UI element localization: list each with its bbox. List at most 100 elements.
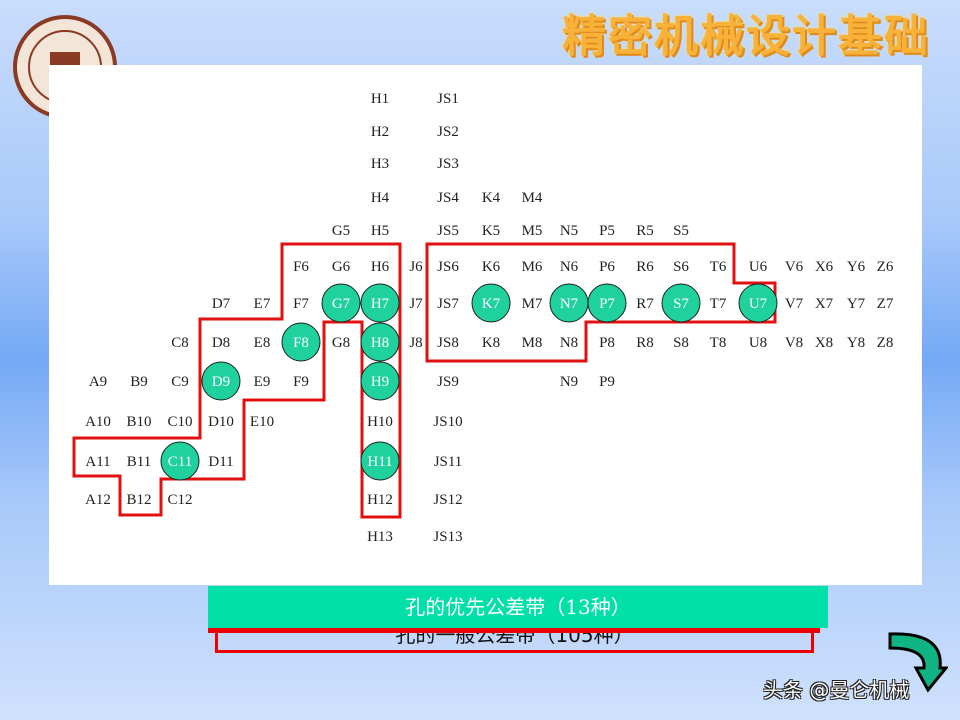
preferred-marker	[360, 441, 400, 481]
tolerance-label: B9	[130, 374, 148, 390]
tolerance-label: R5	[636, 223, 654, 239]
tolerance-label: Z6	[877, 259, 894, 275]
tolerance-label: A11	[85, 454, 110, 470]
tolerance-label: JS1	[437, 91, 459, 107]
tolerance-label: T7	[710, 296, 727, 312]
tolerance-label: G8	[332, 335, 350, 351]
tolerance-label: H5	[371, 223, 389, 239]
tolerance-label: X8	[815, 335, 833, 351]
slide-title: 精密机械设计基础	[562, 11, 930, 62]
tolerance-label: S5	[673, 223, 689, 239]
preferred-marker	[471, 283, 511, 323]
watermark: 头条 @曼仑机械	[763, 678, 910, 702]
tolerance-label: M4	[522, 190, 543, 206]
tolerance-label: E7	[254, 296, 271, 312]
preferred-marker	[587, 283, 627, 323]
tolerance-label: R8	[636, 335, 654, 351]
tolerance-label: B11	[127, 454, 151, 470]
tolerance-label: JS12	[433, 492, 462, 508]
preferred-marker	[281, 322, 321, 362]
preferred-tolerance-caption: 孔的优先公差带（13种）	[208, 586, 828, 628]
preferred-marker	[321, 283, 361, 323]
tolerance-label: K4	[482, 190, 501, 206]
tolerance-label: JS7	[437, 296, 459, 312]
tolerance-label: D11	[208, 454, 233, 470]
tolerance-label: N8	[560, 335, 578, 351]
tolerance-label: Y6	[847, 259, 866, 275]
tolerance-label: J7	[409, 296, 423, 312]
tolerance-label: R7	[636, 296, 654, 312]
tolerance-label: A10	[85, 414, 111, 430]
tolerance-label: K6	[482, 259, 501, 275]
preferred-tolerance-label: N7	[560, 296, 579, 312]
tolerance-label: H6	[371, 259, 390, 275]
tolerance-label: P8	[599, 335, 615, 351]
tolerance-label: B10	[126, 414, 151, 430]
preferred-marker	[160, 441, 200, 481]
curved-arrow-icon[interactable]	[884, 628, 948, 694]
tolerance-label: C8	[171, 335, 189, 351]
general-zone-outline-left	[72, 242, 402, 519]
tolerance-label: JS9	[437, 374, 459, 390]
general-zone-outline-right	[425, 242, 777, 363]
tolerance-label: H4	[371, 190, 390, 206]
preferred-tolerance-label: S7	[673, 296, 689, 312]
tolerance-label: N5	[560, 223, 578, 239]
tolerance-label: X6	[815, 259, 834, 275]
tolerance-label: JS8	[437, 335, 459, 351]
tolerance-label: J8	[409, 335, 422, 351]
tolerance-label: C10	[167, 414, 192, 430]
tolerance-label: H13	[367, 529, 393, 545]
tolerance-label: R6	[636, 259, 654, 275]
tolerance-label: U8	[749, 335, 767, 351]
preferred-tolerance-label: D9	[212, 374, 230, 390]
tolerance-label: S8	[673, 335, 689, 351]
preferred-tolerance-label: U7	[749, 296, 768, 312]
preferred-marker	[360, 361, 400, 401]
tolerance-label: C9	[171, 374, 189, 390]
tolerance-label: JS3	[437, 156, 459, 172]
diagram-panel	[49, 65, 922, 585]
tolerance-label: H2	[371, 124, 389, 140]
tolerance-label: E8	[254, 335, 271, 351]
tolerance-label: JS5	[437, 223, 459, 239]
preferred-tolerance-label: H8	[371, 335, 389, 351]
tolerance-label: X7	[815, 296, 834, 312]
tolerance-label: H1	[371, 91, 389, 107]
tolerance-label: B12	[126, 492, 151, 508]
tolerance-label: E9	[254, 374, 271, 390]
tolerance-label: D7	[212, 296, 231, 312]
tolerance-label: A9	[89, 374, 107, 390]
tolerance-label: M8	[522, 335, 543, 351]
tolerance-label: JS10	[433, 414, 462, 430]
tolerance-label: Y7	[847, 296, 866, 312]
tolerance-label: D8	[212, 335, 230, 351]
tolerance-label: T8	[710, 335, 727, 351]
preferred-marker	[360, 283, 400, 323]
tolerance-label: H3	[371, 156, 389, 172]
tolerance-label: C12	[167, 492, 192, 508]
tolerance-label: H10	[367, 414, 393, 430]
tolerance-label: K5	[482, 223, 500, 239]
tolerance-label: M5	[522, 223, 543, 239]
tolerance-label: M6	[522, 259, 543, 275]
preferred-tolerance-label: H11	[367, 454, 392, 470]
tolerance-label: JS4	[437, 190, 459, 206]
tolerance-label: F6	[293, 259, 309, 275]
preferred-marker	[738, 283, 778, 323]
preferred-tolerance-label: P7	[599, 296, 615, 312]
tolerance-label: T6	[710, 259, 727, 275]
preferred-tolerance-label: H9	[371, 374, 389, 390]
preferred-marker	[360, 322, 400, 362]
tolerance-label: U6	[749, 259, 768, 275]
tolerance-label: N6	[560, 259, 579, 275]
preferred-tolerance-label: C11	[168, 454, 192, 470]
preferred-tolerance-label: H7	[371, 296, 390, 312]
preferred-tolerance-label: G7	[332, 296, 351, 312]
tolerance-label: V6	[785, 259, 804, 275]
tolerance-label: P6	[599, 259, 615, 275]
tolerance-label: N9	[560, 374, 578, 390]
tolerance-label: K8	[482, 335, 500, 351]
tolerance-label: G5	[332, 223, 350, 239]
